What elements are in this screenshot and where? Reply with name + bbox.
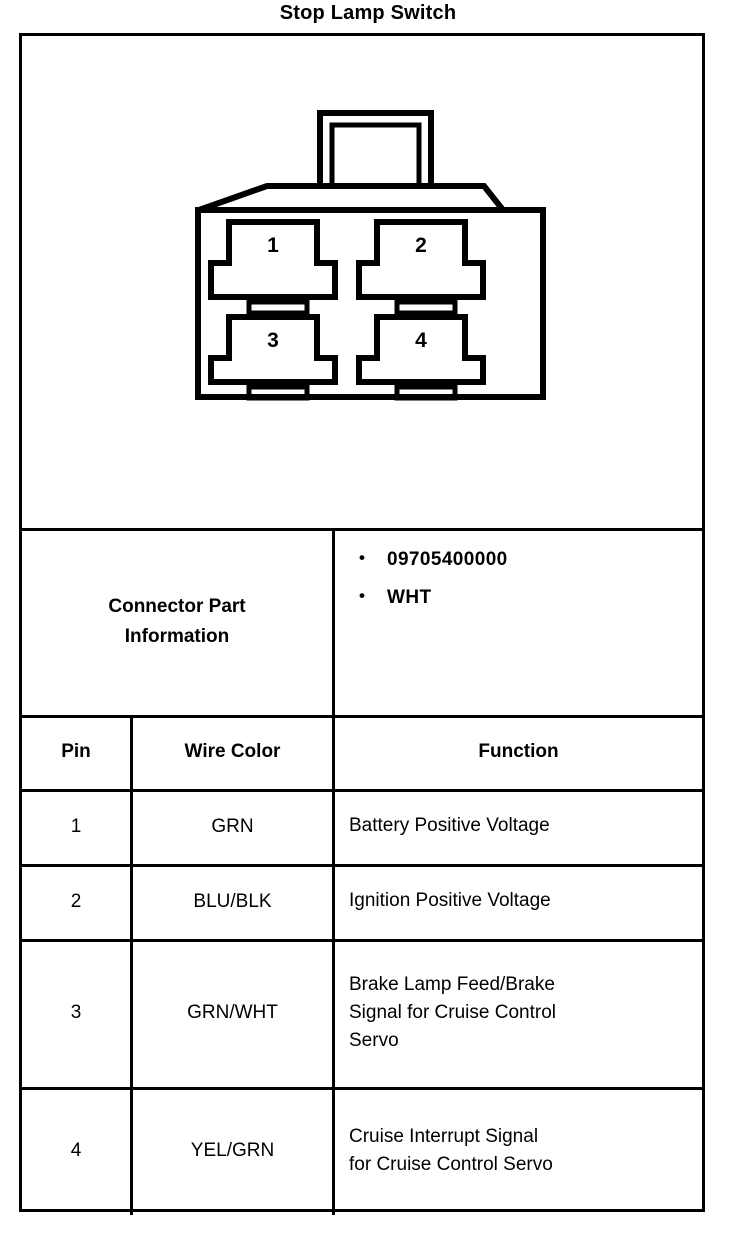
table-header-wire-color: Wire Color xyxy=(184,741,281,762)
pin-cavity-3: 3 xyxy=(208,314,338,401)
bullet-icon: • xyxy=(359,548,365,567)
table-cell-function: Battery Positive Voltage xyxy=(335,789,702,864)
connector-part-information-values: • 09705400000 • WHT xyxy=(335,528,702,715)
divider-row1-bottom xyxy=(22,864,702,867)
cpi-connector-color: WHT xyxy=(387,586,432,608)
table-cell-function: Cruise Interrupt Signal for Cruise Contr… xyxy=(335,1087,702,1215)
function-line: Battery Positive Voltage xyxy=(349,815,550,837)
cpi-part-number: 09705400000 xyxy=(387,549,508,570)
divider-cpi-bottom xyxy=(22,715,702,718)
divider-diagram-bottom xyxy=(22,528,702,531)
table-cell-function: Ignition Positive Voltage xyxy=(335,864,702,939)
pin-cavity-4: 4 xyxy=(356,314,486,401)
connector-latch-outer xyxy=(317,110,434,189)
table-cell-pin: 3 xyxy=(70,1002,82,1023)
connector-diagram: 1 2 3 4 xyxy=(22,36,702,528)
function-line: Ignition Positive Voltage xyxy=(349,890,551,912)
pin-label-1: 1 xyxy=(267,234,279,257)
connector-shoulder xyxy=(198,183,506,213)
function-line: Brake Lamp Feed/Brake xyxy=(349,973,555,995)
connector-body xyxy=(195,207,546,400)
divider-wirecolor-column xyxy=(332,715,335,1215)
table-cell-function: Brake Lamp Feed/Brake Signal for Cruise … xyxy=(335,939,702,1087)
divider-cpi-column xyxy=(332,528,335,715)
diagram-frame: 1 2 3 4 xyxy=(19,33,705,1215)
bullet-icon: • xyxy=(359,585,365,605)
divider-row2-bottom xyxy=(22,939,702,942)
pin-label-3: 3 xyxy=(267,329,279,352)
function-line: Servo xyxy=(349,1030,399,1052)
cpi-label-line1: Connector Part xyxy=(108,596,246,618)
divider-row3-bottom xyxy=(22,1087,702,1090)
divider-pin-column xyxy=(130,715,133,1215)
table-cell-wire-color: BLU/BLK xyxy=(193,890,272,912)
table-header-pin: Pin xyxy=(61,741,91,762)
table-cell-wire-color: YEL/GRN xyxy=(190,1140,275,1161)
pin-label-2: 2 xyxy=(415,234,427,257)
pin-cavity-2: 2 xyxy=(356,219,486,316)
table-cell-pin: 1 xyxy=(70,815,82,837)
pin-cavity-1: 1 xyxy=(208,219,338,316)
connector-part-information-label: Connector Part Information xyxy=(22,528,332,715)
divider-header-bottom xyxy=(22,789,702,792)
cpi-bullet-item: • 09705400000 xyxy=(359,546,702,574)
pin-label-4: 4 xyxy=(415,329,427,352)
cpi-label-line2: Information xyxy=(124,625,230,647)
connector-latch-inner xyxy=(329,122,422,189)
function-line: Cruise Interrupt Signal xyxy=(349,1125,539,1147)
table-cell-pin: 2 xyxy=(70,890,82,912)
function-line: Signal for Cruise Control xyxy=(349,1001,556,1023)
cpi-bullet-item: • WHT xyxy=(359,584,702,612)
table-header-function: Function xyxy=(478,741,559,762)
table-cell-wire-color: GRN/WHT xyxy=(187,1002,278,1023)
function-line: for Cruise Control Servo xyxy=(349,1154,553,1175)
connector-drawing: 1 2 3 4 xyxy=(195,110,546,401)
page-title: Stop Lamp Switch xyxy=(279,2,457,24)
table-cell-wire-color: GRN xyxy=(211,815,254,837)
table-cell-pin: 4 xyxy=(70,1140,82,1161)
